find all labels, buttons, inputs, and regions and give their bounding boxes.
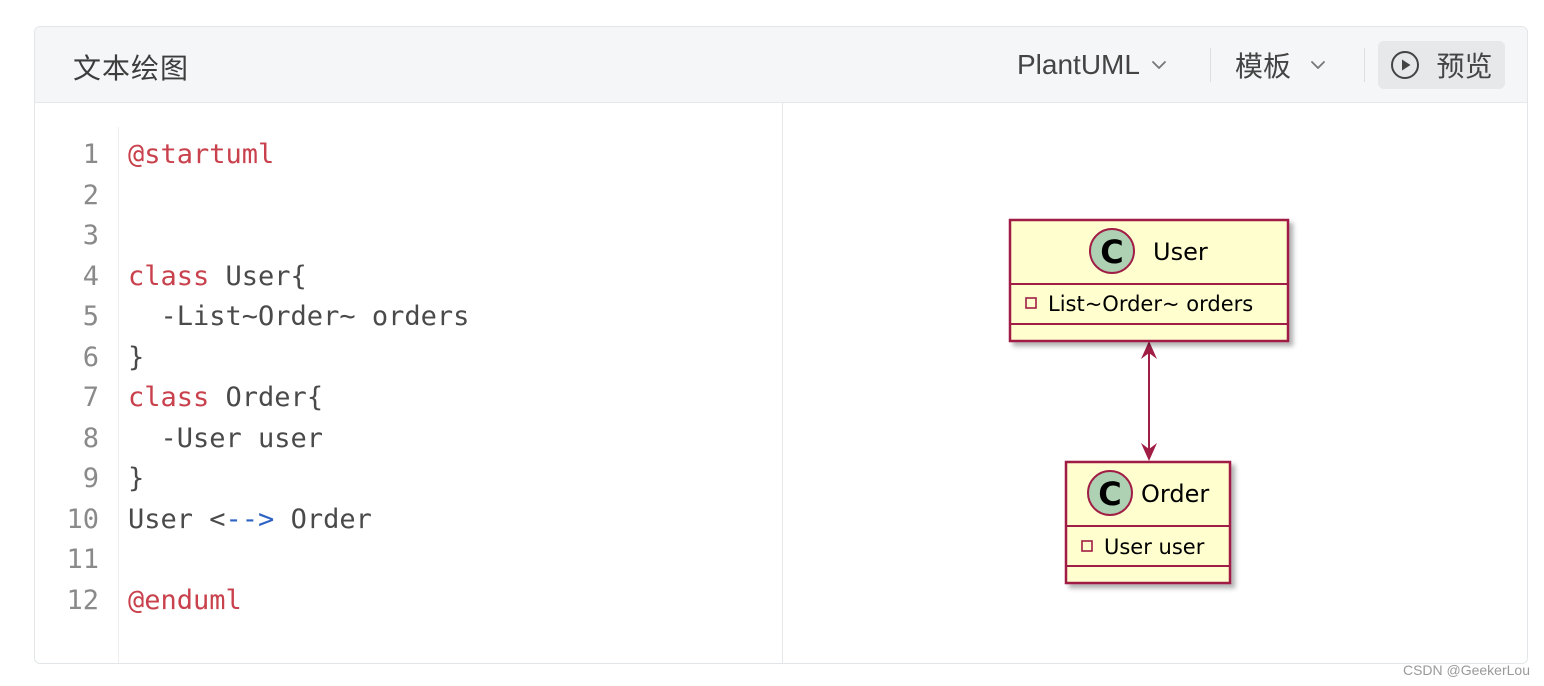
preview-button-label: 预览 <box>1436 51 1493 82</box>
class-box-user: C User List~Order~ orders <box>1008 218 1290 343</box>
uml-diagram: C User List~Order~ orders C Order User u… <box>1008 218 1290 585</box>
code-text: } <box>128 341 145 373</box>
header-divider <box>1210 48 1211 82</box>
class-stereotype-icon <box>1087 470 1133 516</box>
line-number: 3 <box>82 220 99 251</box>
class-box-order: C Order User user <box>1064 460 1232 585</box>
line-number: 8 <box>82 422 99 454</box>
template-dropdown[interactable]: 模板 <box>1235 45 1327 85</box>
panel-header: 文本绘图 PlantUML 模板 预览 <box>35 27 1527 103</box>
class-name-order: Order <box>1141 480 1209 508</box>
panel-title: 文本绘图 <box>73 53 190 84</box>
gutter-divider <box>118 127 119 663</box>
association-arrow <box>1141 341 1157 461</box>
line-number: 1 <box>82 139 99 170</box>
code-text: -List~Order~ orders <box>128 301 470 332</box>
line-number: 4 <box>82 260 99 292</box>
code-text: -User user <box>128 422 324 454</box>
class-field: User user <box>1104 535 1205 559</box>
private-field-icon <box>1081 540 1093 552</box>
line-number: 6 <box>82 341 99 373</box>
code-text: } <box>128 463 145 494</box>
play-circle-icon <box>1391 51 1420 79</box>
code-text: class User{ <box>128 260 307 292</box>
code-editor[interactable]: 1 @startuml 2 3 4 class User{ 5 -List~Order~ o… <box>35 103 783 663</box>
stereotype-letter: C <box>1098 475 1121 513</box>
class-stereotype-icon <box>1089 228 1135 274</box>
text-drawing-panel: 文本绘图 PlantUML 模板 预览 1 @startuml 2 3 4 class U… <box>34 26 1528 664</box>
watermark: CSDN @GeekerLou <box>1402 662 1530 678</box>
class-field: List~Order~ orders <box>1048 292 1253 316</box>
diagram-preview: C User List~Order~ orders C Order User u… <box>783 103 1527 663</box>
line-number: 2 <box>82 179 99 211</box>
chevron-down-icon <box>1152 61 1166 69</box>
template-dropdown-label: 模板 <box>1235 51 1292 82</box>
stereotype-letter: C <box>1100 233 1123 271</box>
header-divider <box>1364 48 1365 82</box>
line-number: 9 <box>82 463 99 494</box>
code-text: User <--> Order <box>128 503 372 535</box>
line-number: 12 <box>66 584 99 616</box>
line-number: 7 <box>82 382 99 413</box>
code-text: class Order{ <box>128 382 324 413</box>
code-text: @startuml <box>128 139 275 170</box>
language-dropdown[interactable]: PlantUML <box>1017 45 1168 85</box>
line-number: 11 <box>66 544 99 575</box>
line-number: 10 <box>66 503 99 535</box>
line-number: 5 <box>82 301 99 332</box>
language-dropdown-label: PlantUML <box>1017 49 1140 80</box>
chevron-down-icon <box>1311 61 1325 69</box>
class-name-user: User <box>1153 238 1208 266</box>
code-text: @enduml <box>128 584 242 616</box>
preview-button[interactable]: 预览 <box>1378 41 1505 89</box>
private-field-icon <box>1025 297 1037 309</box>
